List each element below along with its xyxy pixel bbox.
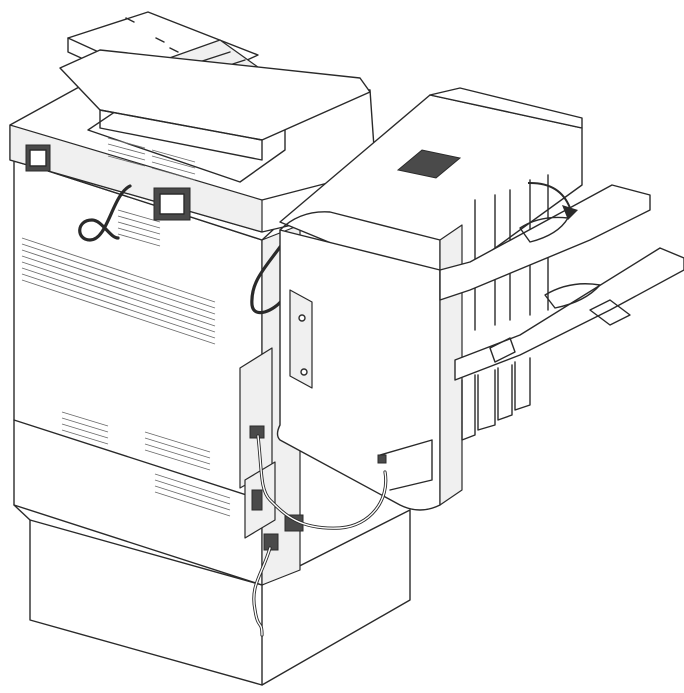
lower-tray-stopper xyxy=(589,299,631,326)
tray-guide-left xyxy=(489,337,516,363)
finisher-door xyxy=(379,439,433,491)
finisher-top-curve xyxy=(279,211,441,271)
screw-icon xyxy=(300,368,308,376)
output-tray-lower xyxy=(454,247,684,381)
scanner-vents xyxy=(107,137,196,247)
finisher-main-body xyxy=(276,229,441,511)
output-tray-upper xyxy=(439,184,651,301)
front-vent-small-left xyxy=(61,411,109,445)
lower-connector xyxy=(251,489,263,511)
finisher-label-plate xyxy=(396,149,462,179)
screw-icon xyxy=(298,314,306,322)
panel-divider-1 xyxy=(13,419,263,501)
rotation-arrow-icon xyxy=(527,181,571,209)
printer-body xyxy=(13,139,411,686)
scanner-unit xyxy=(9,11,379,247)
left-hinge-inner xyxy=(29,149,47,167)
finisher-unit xyxy=(276,87,684,511)
front-vent-large xyxy=(21,237,216,345)
feeder-markers xyxy=(125,17,179,53)
connection-cable-lower xyxy=(252,434,388,637)
rotation-arrow-head-icon xyxy=(562,205,578,220)
front-vent-lower xyxy=(154,473,231,517)
center-bracket-inner xyxy=(159,193,185,215)
finisher-rear-lip xyxy=(429,87,583,129)
finisher-side-panel xyxy=(289,289,313,389)
panel-divider-2 xyxy=(13,504,31,521)
feeder-housing-front xyxy=(99,109,263,161)
finisher-door-latch xyxy=(377,454,387,464)
front-vent-small-right xyxy=(144,431,211,471)
connection-cable-upper xyxy=(78,184,287,315)
lower-tray-slot xyxy=(544,283,601,309)
